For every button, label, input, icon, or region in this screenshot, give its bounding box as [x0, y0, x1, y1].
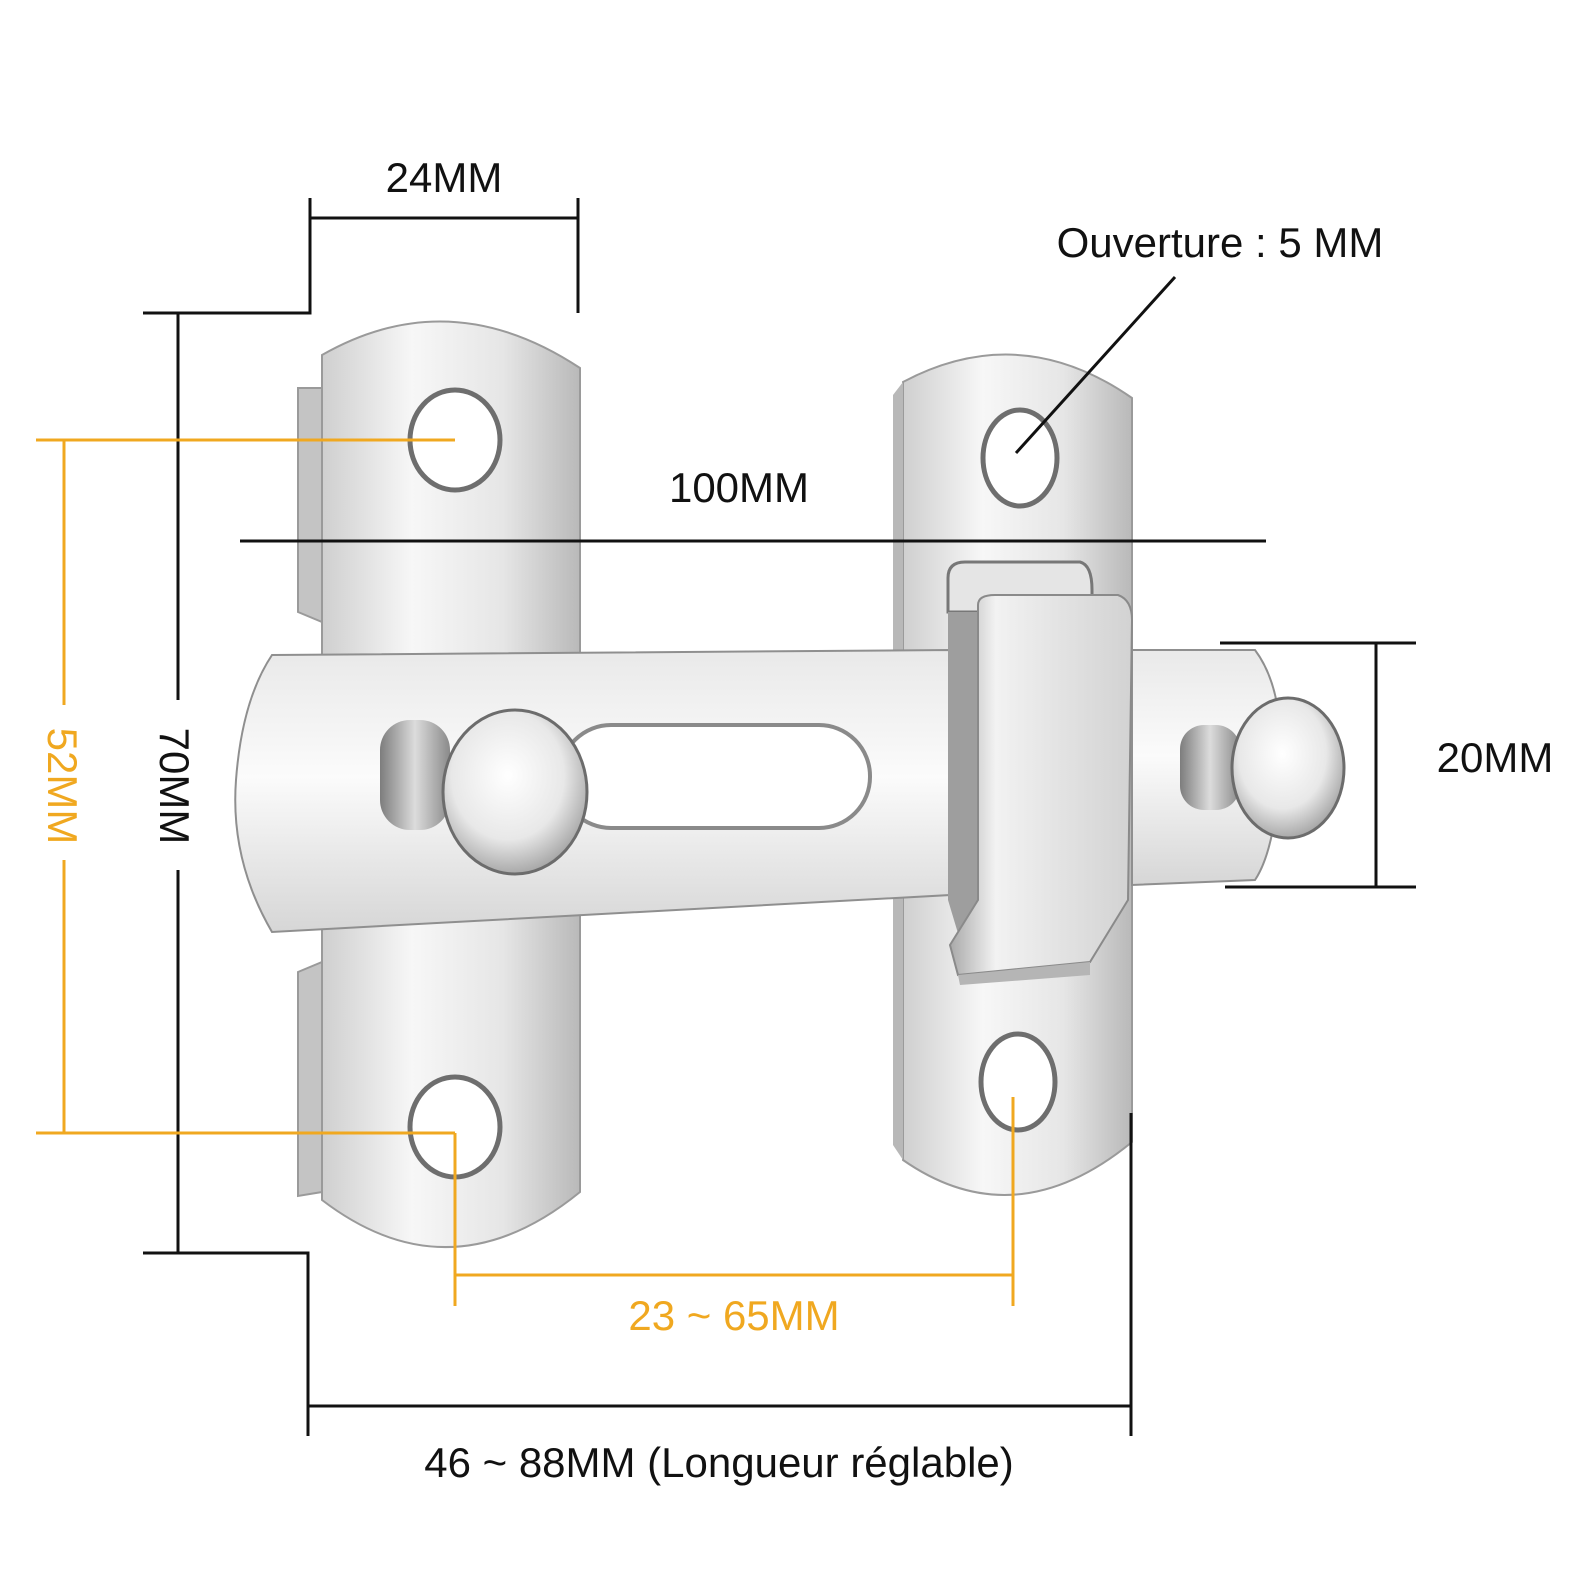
keeper-front	[948, 594, 1134, 977]
label-adjustable-length: 46 ~ 88MM (Longueur réglable)	[424, 1439, 1014, 1486]
dimension-20mm	[1220, 641, 1416, 889]
dimension-52mm	[36, 438, 455, 1135]
label-overall-length: 100MM	[669, 464, 809, 511]
dimension-opening-leader	[1014, 275, 1177, 455]
label-plate-height: 70MM	[151, 728, 198, 845]
dimension-70mm	[143, 198, 312, 1436]
left-knob	[380, 708, 589, 876]
label-bolt-height: 20MM	[1437, 734, 1554, 781]
label-hole-spacing: 52MM	[39, 728, 86, 845]
left-knob-head	[441, 708, 589, 876]
sliding-bar	[234, 648, 951, 934]
label-opening: Ouverture : 5 MM	[1057, 219, 1384, 266]
right-knob-head	[1230, 696, 1346, 840]
right-plate-bottom-hole	[978, 1031, 1058, 1133]
keeper-side	[948, 612, 978, 940]
right-plate-top-hole	[980, 407, 1060, 509]
label-plate-width: 24MM	[386, 154, 503, 201]
left-plate-flange-top	[297, 387, 323, 624]
bar-slot	[558, 723, 872, 830]
left-plate-flange-bottom	[297, 960, 323, 1198]
left-knob-stem	[380, 720, 450, 830]
right-knob	[1180, 696, 1346, 840]
keeper-staple	[946, 560, 1134, 985]
label-hole-center-range: 23 ~ 65MM	[628, 1292, 839, 1339]
keeper-base	[958, 962, 1090, 985]
right-knob-stem	[1180, 725, 1240, 810]
dimension-adjustable	[308, 1113, 1133, 1436]
dimension-23-65mm	[453, 1097, 1015, 1306]
dimension-24mm	[308, 198, 580, 313]
